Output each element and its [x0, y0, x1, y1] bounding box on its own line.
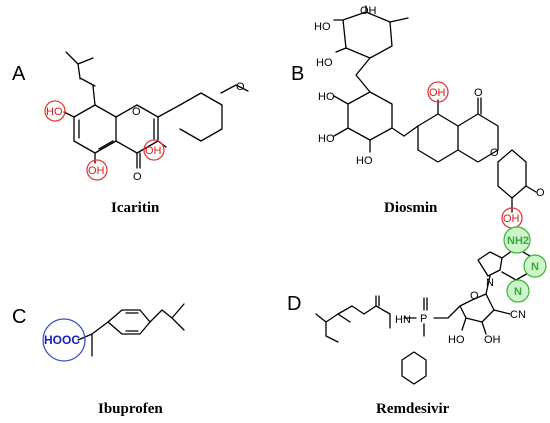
remdesivir-n1: N — [531, 261, 539, 273]
remdesivir-ring-n: N — [486, 277, 494, 289]
remdesivir-hn: HN — [395, 314, 411, 326]
ibuprofen-caption: Ibuprofen — [98, 401, 163, 417]
diosmin-sugar-oh-2: HO — [316, 57, 333, 69]
diosmin-oh-5-circle — [427, 81, 449, 103]
icaritin-caption: Icaritin — [111, 200, 160, 216]
panel-b: B HO HO HO HO HO OH — [291, 5, 545, 229]
icaritin-oh-5: OH — [88, 165, 105, 177]
diosmin-ring-oxygen: O — [490, 147, 499, 159]
remdesivir-nh2: NH2 — [507, 235, 529, 247]
panel-c-letter: C — [12, 306, 26, 328]
icaritin-oh-5-circle — [86, 159, 108, 181]
icaritin-oh-3: OH — [145, 145, 162, 157]
diosmin-sugar-oh-5: HO — [356, 155, 373, 167]
ibuprofen-hooc-circle — [42, 318, 86, 362]
remdesivir-ring-oxygen: O — [470, 290, 479, 302]
remdesivir-caption: Remdesivir — [376, 401, 450, 417]
panel-a: A O O O HO OH OH Icariti — [12, 51, 249, 216]
remdesivir-structure — [315, 235, 531, 385]
ibuprofen-hooc: HOOC — [44, 333, 80, 347]
remdesivir-n3: N — [514, 286, 522, 298]
diosmin-sugar-oh-6: OH — [360, 5, 377, 17]
remdesivir-n1-circle — [523, 254, 547, 278]
remdesivir-n3-circle — [506, 279, 530, 303]
panel-d-letter: D — [287, 293, 301, 315]
diosmin-oh-5: OH — [429, 87, 446, 99]
icaritin-oh-3-circle — [143, 139, 165, 161]
remdesivir-cn: CN — [510, 309, 526, 321]
remdesivir-phosphorus: P — [420, 313, 427, 325]
icaritin-carbonyl-oxygen: O — [133, 171, 142, 183]
diosmin-sugar-oh-4: HO — [318, 133, 335, 145]
icaritin-ring-oxygen: O — [132, 106, 141, 118]
panel-d: D HN P HO OH C — [287, 226, 547, 417]
ibuprofen-structure — [77, 303, 185, 357]
remdesivir-ho: HO — [448, 334, 465, 346]
diosmin-sugar-oh-1: HO — [314, 21, 331, 33]
panel-a-letter: A — [12, 63, 26, 85]
diosmin-carbonyl-oxygen: O — [474, 87, 483, 99]
panel-c: C HOOC Ibuprofen — [12, 303, 185, 417]
diosmin-structure — [333, 5, 537, 213]
icaritin-methoxy-oxygen: O — [236, 81, 245, 93]
diosmin-caption: Diosmin — [384, 200, 438, 216]
icaritin-oh-7-circle — [44, 100, 66, 122]
diosmin-oh-3p: OH — [503, 213, 520, 225]
diosmin-methoxy-oxygen: O — [536, 187, 545, 199]
panel-b-letter: B — [291, 63, 304, 85]
remdesivir-oh: OH — [484, 334, 501, 346]
remdesivir-nh2-circle — [503, 226, 531, 254]
icaritin-oh-7: HO — [46, 106, 63, 118]
diosmin-sugar-oh-3: HO — [318, 91, 335, 103]
